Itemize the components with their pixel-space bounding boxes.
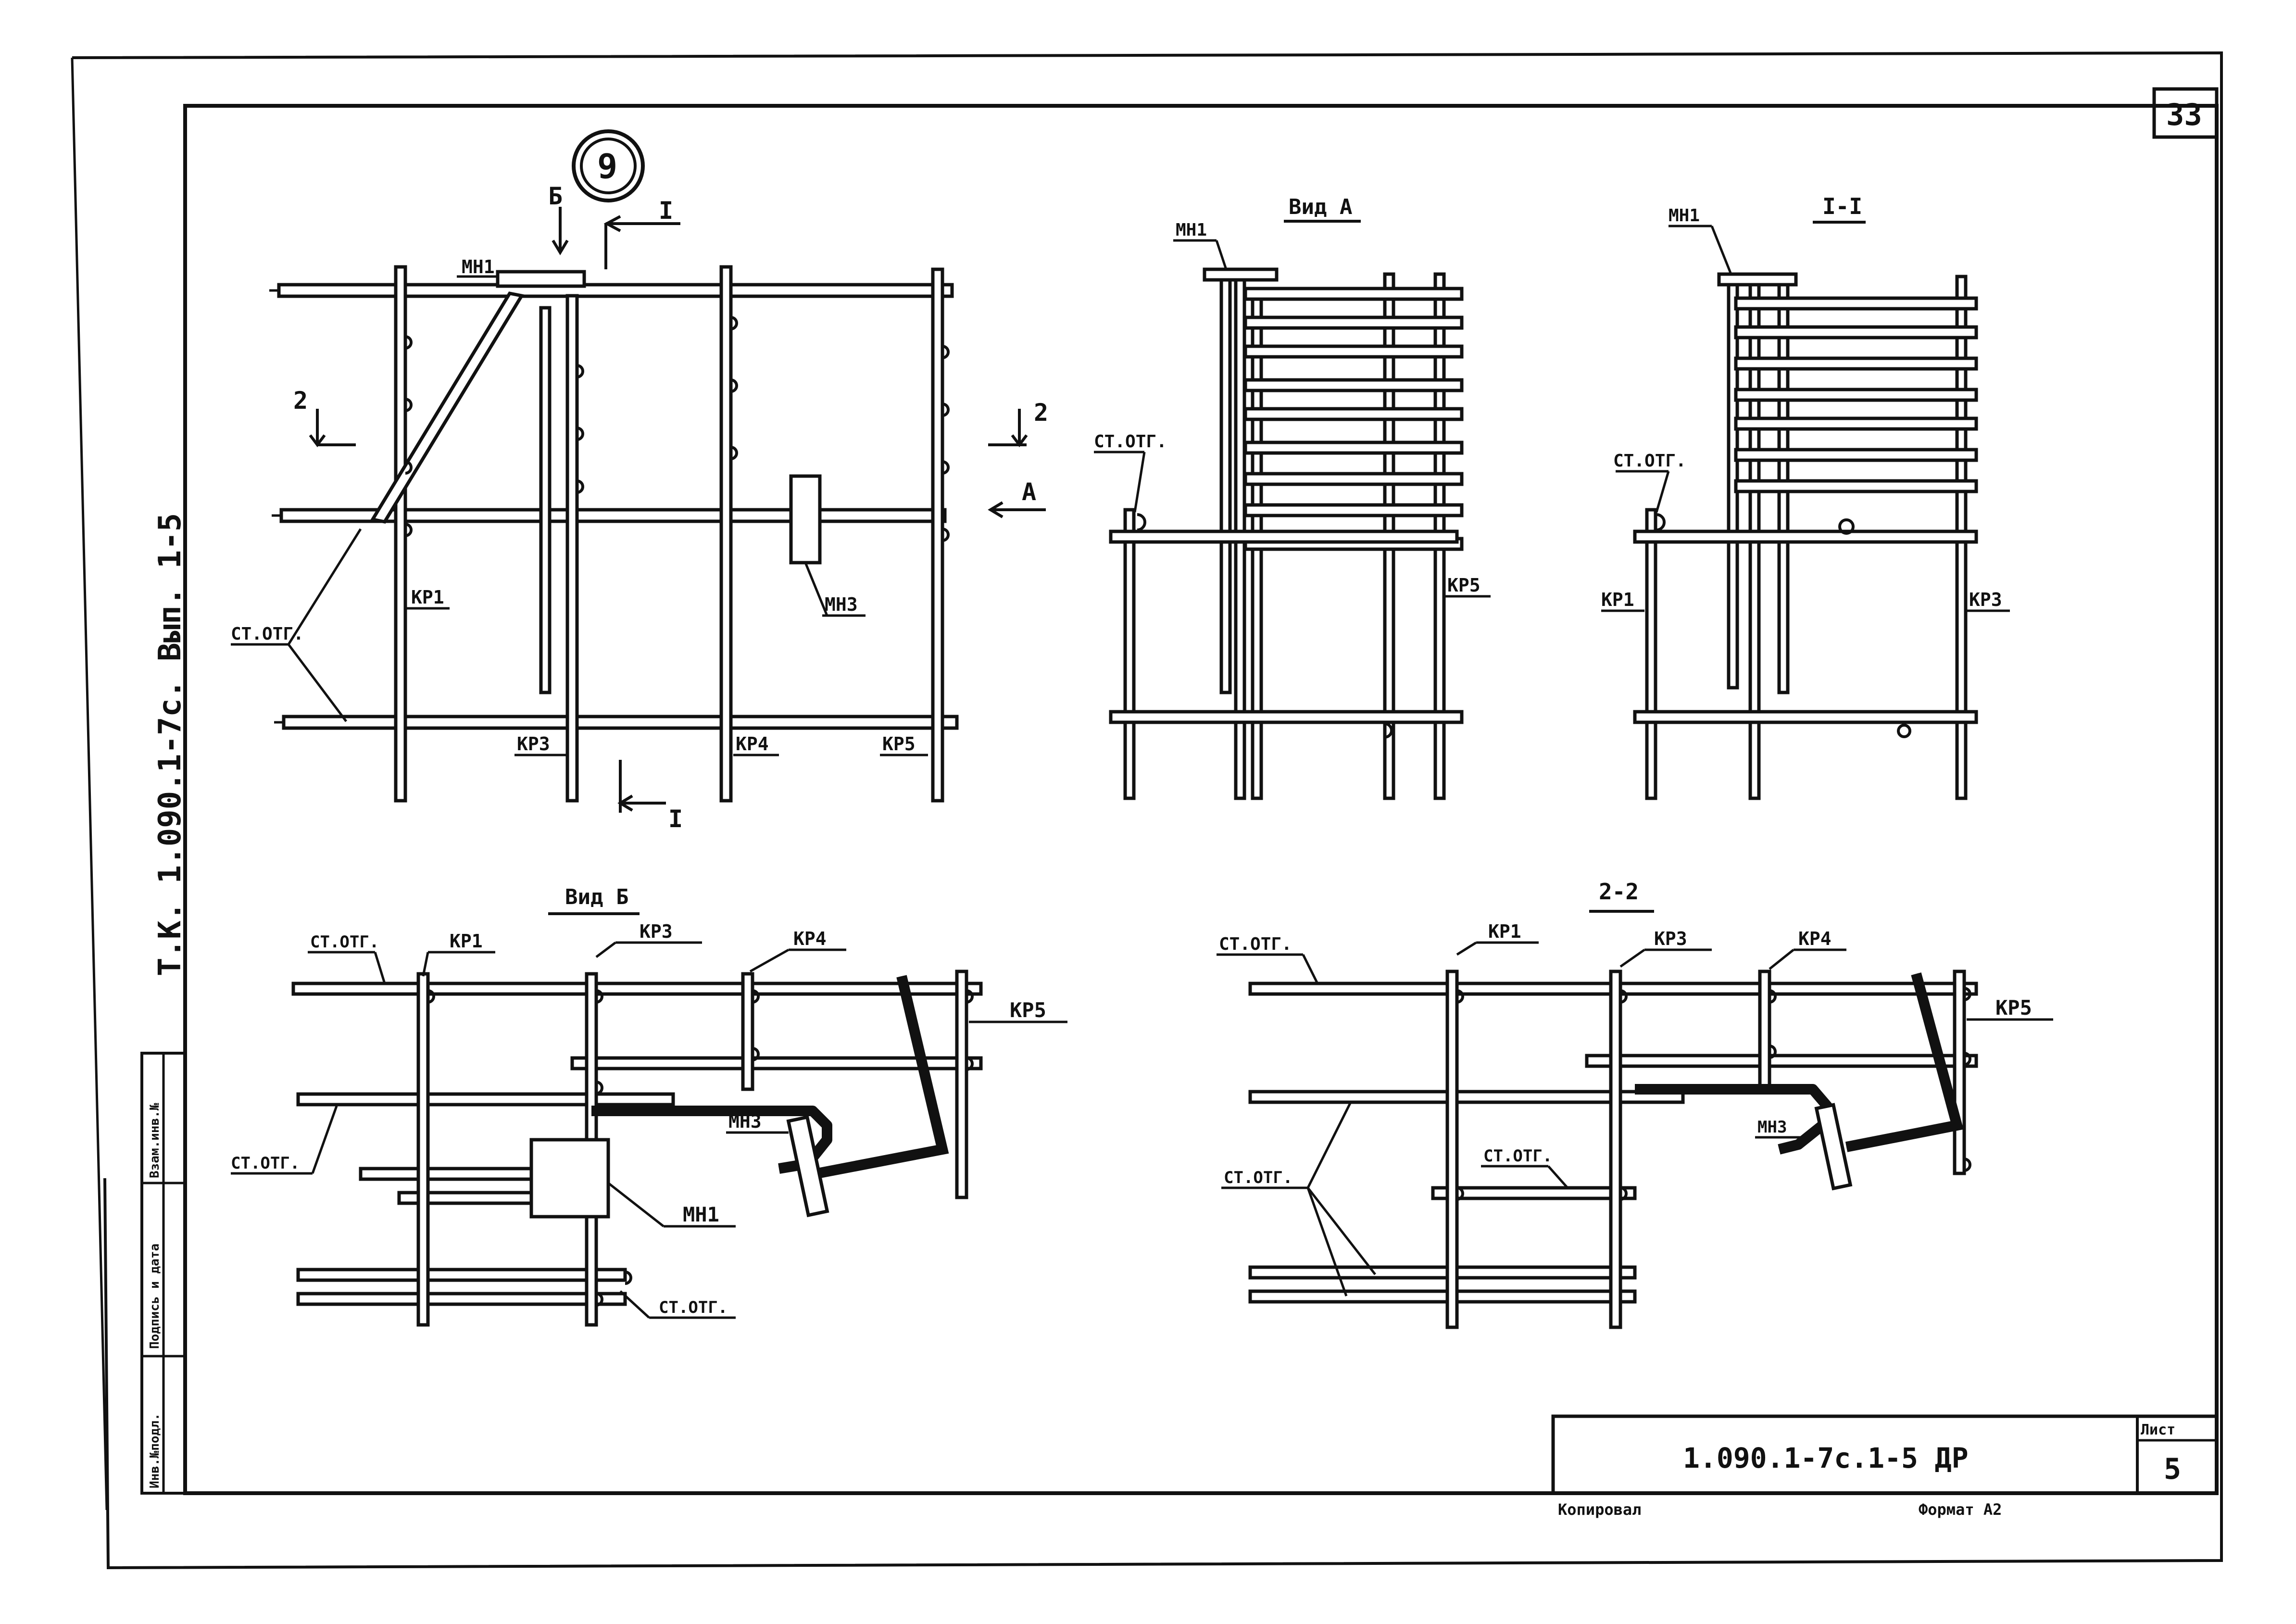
side-code: Т.К. 1.090.1-7с. Вып. 1-5 <box>152 513 188 976</box>
plan-mark-1-top: I <box>659 197 673 225</box>
plan-plate-mn3 <box>789 474 822 565</box>
copied-label: Копировал <box>1558 1500 1641 1519</box>
view-b-label-st-otg-top: СТ.ОТГ. <box>310 932 379 952</box>
plan-mark-2-right: 2 <box>1034 399 1048 427</box>
plan-post-kr3a <box>539 306 552 694</box>
section-2-label-st-otg-mid: СТ.ОТГ. <box>1483 1146 1552 1166</box>
page-number: 33 <box>2166 97 2202 132</box>
view-b-label-kr5: КР5 <box>1010 998 1046 1022</box>
plan-mark-b: Б <box>548 182 563 210</box>
section-1-title: I-I <box>1822 193 1862 219</box>
plan-pipe-top <box>277 283 954 298</box>
view-b-label-mn3: МН3 <box>728 1111 762 1132</box>
view-a-label-kr5: КР5 <box>1447 575 1480 596</box>
section-2-label-mn3: МН3 <box>1757 1118 1787 1137</box>
format-label: Формат А2 <box>1919 1500 2002 1519</box>
sheet-frame <box>71 51 2223 1570</box>
plan-mark-2-left: 2 <box>293 387 308 415</box>
view-b-label-kr4: КР4 <box>793 928 827 949</box>
plan-mark-1-bottom: I <box>668 805 683 833</box>
section-2-label-st-otg-left: СТ.ОТГ. <box>1224 1168 1292 1187</box>
view-b-label-mn1: МН1 <box>683 1203 719 1226</box>
section-1: I-I МН1 СТ.ОТГ. КР1 КР3 <box>1601 193 2010 800</box>
plan-post-kr1 <box>394 265 407 803</box>
view-b-plate-mn1 <box>529 1138 610 1219</box>
plan-label-kr3: КР3 <box>517 733 550 755</box>
view-a: Вид А МН1 СТ.ОТГ. КР5 <box>1094 195 1491 800</box>
view-a-label-mn1: МН1 <box>1176 220 1207 240</box>
page-number-box: 33 <box>2152 87 2219 139</box>
view-b-label-st-otg-left: СТ.ОТГ. <box>231 1154 300 1173</box>
stamp-inv-orig: Инв.№подл. <box>148 1413 162 1488</box>
section-1-label-st-otg: СТ.ОТГ. <box>1613 451 1686 471</box>
section-2-label-kr5: КР5 <box>1995 996 2032 1020</box>
plan-post-kr4 <box>719 265 733 803</box>
sheet-number: 5 <box>2164 1452 2181 1486</box>
plan-label-kr4: КР4 <box>736 733 769 755</box>
plan-view: 9 <box>231 129 1048 833</box>
plan-label-kr5: КР5 <box>882 733 916 755</box>
view-a-label-st-otg: СТ.ОТГ. <box>1094 432 1167 452</box>
view-b-label-kr3: КР3 <box>640 921 673 942</box>
plan-post-kr5 <box>931 267 944 803</box>
plan-pipe-bottom <box>282 715 959 730</box>
view-b-label-st-otg-bottom: СТ.ОТГ. <box>659 1298 728 1317</box>
plan-label-mn3: МН3 <box>825 594 858 615</box>
plan-label-mn1: МН1 <box>462 256 495 277</box>
node-number: 9 <box>597 147 617 186</box>
plan-label-st-otg: СТ.ОТГ. <box>231 624 304 644</box>
section-2-label-kr4: КР4 <box>1798 928 1832 949</box>
sheet-label: Лист <box>2141 1422 2175 1438</box>
view-b-title: Вид Б <box>565 885 628 909</box>
stamp-inv-replace: Взам.инв.№ <box>148 1103 162 1178</box>
section-1-label-kr3: КР3 <box>1969 589 2002 610</box>
title-block: 1.090.1-7с.1-5 ДР Лист 5 Копировал Форма… <box>1551 1414 2219 1519</box>
plan-mark-a: А <box>1022 478 1036 506</box>
section-2-title: 2-2 <box>1599 879 1639 905</box>
stamp-sign-date: Подпись и дата <box>148 1244 162 1349</box>
section-2-label-st-otg-top: СТ.ОТГ. <box>1219 934 1292 954</box>
doc-code: 1.090.1-7с.1-5 ДР <box>1683 1442 1969 1474</box>
section-1-label-kr1: КР1 <box>1601 589 1634 610</box>
section-2: 2-2 <box>1217 879 2053 1329</box>
stamp-column: Инв.№подл. Подпись и дата Взам.инв.№ <box>140 1052 187 1495</box>
view-b-label-kr1: КР1 <box>450 931 483 952</box>
view-a-title: Вид А <box>1289 195 1352 219</box>
section-1-label-mn1: МН1 <box>1669 206 1700 226</box>
node-callout: 9 <box>572 129 645 202</box>
section-2-label-kr3: КР3 <box>1654 928 1687 949</box>
plan-post-kr3 <box>565 294 579 803</box>
plan-plate-mn1 <box>496 270 586 288</box>
view-b: Вид Б <box>231 885 1067 1327</box>
section-2-label-kr1: КР1 <box>1488 921 1521 942</box>
plan-label-kr1: КР1 <box>411 587 444 608</box>
